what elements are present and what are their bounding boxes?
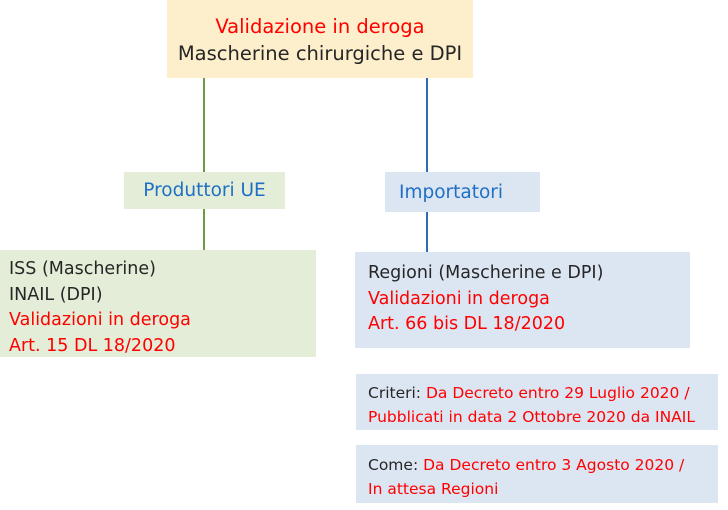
detail-line-art-66-bis: Art. 66 bis DL 18/2020 bbox=[368, 314, 566, 334]
detail-line-validazioni-deroga-right: Validazioni in deroga bbox=[368, 288, 550, 309]
connector-produttori-to-iss bbox=[203, 208, 205, 250]
criteri-label: Criteri: bbox=[368, 384, 422, 402]
criteri-value-line2: Pubblicati in data 2 Ottobre 2020 da INA… bbox=[368, 408, 695, 426]
node-importatori-detail: Regioni (Mascherine e DPI) Validazioni i… bbox=[355, 252, 690, 348]
node-importatori: Importatori bbox=[385, 172, 540, 212]
root-title-red: Validazione in deroga bbox=[215, 15, 425, 38]
criteri-value-line1: Da Decreto entro 29 Luglio 2020 / bbox=[425, 384, 690, 402]
note-criteri: Criteri: Da Decreto entro 29 Luglio 2020… bbox=[356, 374, 718, 430]
connector-root-to-produttori bbox=[203, 78, 205, 172]
root-subtitle-black: Mascherine chirurgiche e DPI bbox=[177, 42, 463, 65]
detail-line-art-15: Art. 15 DL 18/2020 bbox=[9, 335, 176, 356]
detail-line-inail: INAIL (DPI) bbox=[9, 284, 103, 305]
root-node-validazione-in-deroga: Validazione in deroga Mascherine chirurg… bbox=[167, 0, 473, 78]
connector-root-to-importatori bbox=[426, 78, 428, 172]
detail-line-validazioni-deroga-left: Validazioni in deroga bbox=[9, 310, 191, 330]
connector-importatori-to-regioni bbox=[426, 211, 428, 252]
detail-line-regioni: Regioni (Mascherine e DPI) bbox=[368, 263, 604, 283]
detail-line-iss: ISS (Mascherine) bbox=[9, 259, 156, 279]
importatori-label: Importatori bbox=[399, 181, 504, 203]
come-value-line1: Da Decreto entro 3 Agosto 2020 / bbox=[423, 456, 685, 474]
node-produttori-ue: Produttori UE bbox=[124, 172, 285, 209]
node-produttori-detail: ISS (Mascherine) INAIL (DPI) Validazioni… bbox=[0, 250, 316, 357]
note-come: Come: Da Decreto entro 3 Agosto 2020 / I… bbox=[356, 445, 718, 503]
produttori-ue-label: Produttori UE bbox=[143, 180, 266, 201]
come-label: Come: bbox=[368, 456, 419, 474]
come-value-line2: In attesa Regioni bbox=[368, 480, 499, 498]
